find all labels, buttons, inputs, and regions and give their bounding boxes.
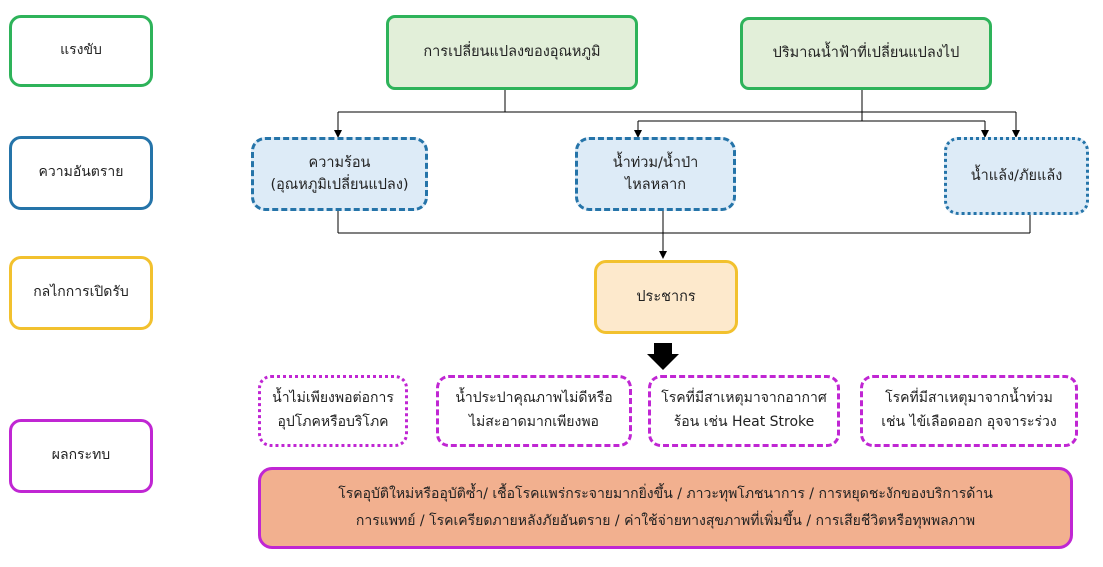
impact-water-shortage-line2: อุปโภคหรือบริโภค [277,414,389,430]
label-exposure: กลไกการเปิดรับ [9,256,153,330]
thick-down-arrow [647,343,679,370]
impact-poor-tap-water: น้ำประปาคุณภาพไม่ดีหรือ ไม่สะอาดมากเพียง… [436,375,632,447]
impact-summary: โรคอุบัติใหม่หรืออุบัติซ้ำ/ เชื้อโรคแพร่… [258,467,1073,549]
impact-flood-disease-line2: เช่น ไข้เลือดออก อุจจาระร่วง [881,414,1057,430]
hazard-flood-line1: น้ำท่วม/น้ำป่า [612,154,699,171]
impact-heat-disease-line2: ร้อน เช่น Heat Stroke [673,414,815,430]
label-hazard: ความอันตราย [9,136,153,210]
impact-flood-disease: โรคที่มีสาเหตุมาจากน้ำท่วม เช่น ไข้เลือด… [860,375,1078,447]
exposure-population-text: ประชากร [636,288,696,305]
label-driver: แรงขับ [9,15,153,87]
exposure-population: ประชากร [594,260,738,334]
impact-summary-line1: โรคอุบัติใหม่หรืออุบัติซ้ำ/ เชื้อโรคแพร่… [338,486,993,503]
label-hazard-text: ความอันตราย [38,164,124,181]
label-impact: ผลกระทบ [9,419,153,493]
hazard-drought: น้ำแล้ง/ภัยแล้ง [944,137,1089,215]
hazard-flood-line2: ไหลหลาก [624,177,687,193]
hazard-heat-line1: ความร้อน [308,154,371,171]
impact-heat-disease-line1: โรคที่มีสาเหตุมาจากอากาศ [661,390,827,407]
impact-heat-disease: โรคที่มีสาเหตุมาจากอากาศ ร้อน เช่น Heat … [648,375,840,447]
impact-summary-line2: การแพทย์ / โรคเครียดภายหลังภัยอันตราย / … [355,513,976,529]
hazard-flood: น้ำท่วม/น้ำป่า ไหลหลาก [575,137,736,211]
hazard-drought-text: น้ำแล้ง/ภัยแล้ง [970,167,1063,184]
driver-temperature-text: การเปลี่ยนแปลงของอุณหภูมิ [423,44,601,61]
driver-precipitation: ปริมาณน้ำฟ้าที่เปลี่ยนแปลงไป [740,17,992,90]
impact-flood-disease-line1: โรคที่มีสาเหตุมาจากน้ำท่วม [885,390,1053,407]
label-impact-text: ผลกระทบ [51,447,111,464]
impact-water-shortage-line1: น้ำไม่เพียงพอต่อการ [272,390,394,407]
impact-poor-tap-water-line1: น้ำประปาคุณภาพไม่ดีหรือ [455,390,613,407]
label-exposure-text: กลไกการเปิดรับ [33,284,129,301]
label-driver-text: แรงขับ [60,42,102,59]
driver-temperature: การเปลี่ยนแปลงของอุณหภูมิ [386,15,638,90]
impact-water-shortage: น้ำไม่เพียงพอต่อการ อุปโภคหรือบริโภค [258,375,408,447]
driver-precipitation-text: ปริมาณน้ำฟ้าที่เปลี่ยนแปลงไป [772,45,960,62]
impact-poor-tap-water-line2: ไม่สะอาดมากเพียงพอ [469,414,599,430]
hazard-heat: ความร้อน (อุณหภูมิเปลี่ยนแปลง) [251,137,428,211]
hazard-heat-line2: (อุณหภูมิเปลี่ยนแปลง) [270,177,409,193]
